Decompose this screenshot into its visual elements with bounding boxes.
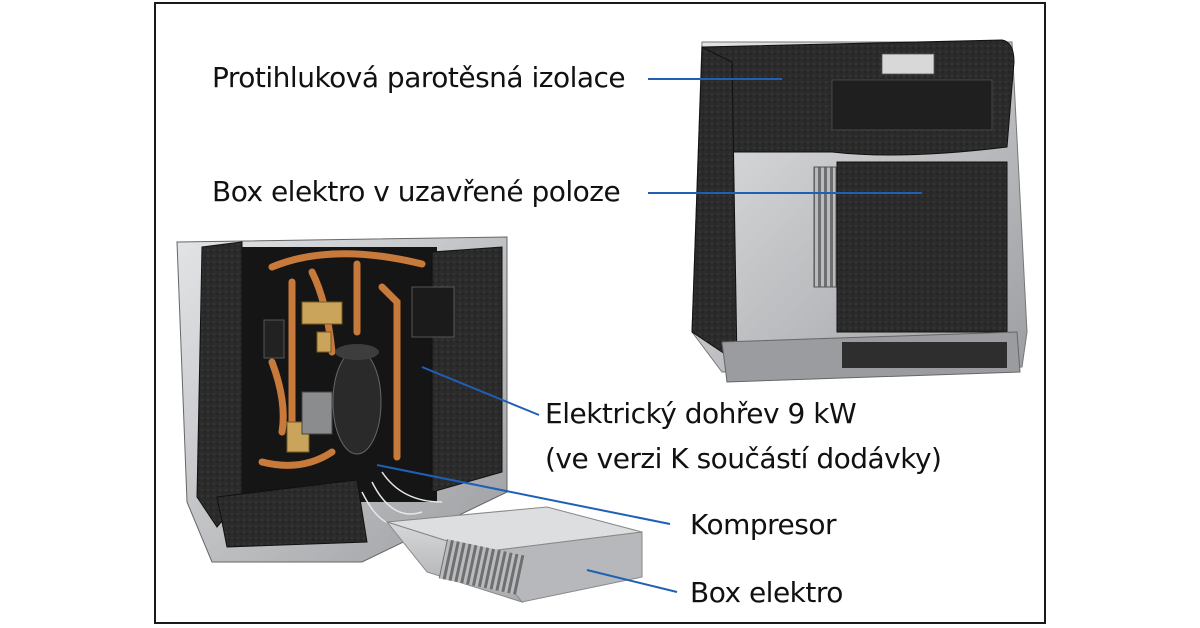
box-grille <box>438 539 526 595</box>
valve-actuator <box>263 319 285 359</box>
side-grille <box>813 166 837 288</box>
label-heater-line2: (ve verzi K součástí dodávky) <box>545 442 942 475</box>
compressor <box>332 349 382 455</box>
bottom-foam <box>842 342 1007 368</box>
insulation-side <box>691 46 738 363</box>
leader-compressor <box>376 464 671 525</box>
leader-heater <box>421 366 540 416</box>
insulation-left-wall <box>196 241 243 528</box>
figure-frame: Protihluková parotěsná izolace Box elekt… <box>154 2 1046 624</box>
leader-lines <box>376 78 922 593</box>
label-box-elektro: Box elektro <box>690 576 843 609</box>
closed-unit <box>691 39 1028 383</box>
label-heater-line1: Elektrický dohřev 9 kW <box>545 397 857 430</box>
compressor-top <box>335 344 379 360</box>
illustration <box>176 39 1028 603</box>
electrical-box-closed <box>836 161 1008 333</box>
insulation-bottom <box>216 479 368 548</box>
leader-box-elektro <box>586 569 678 593</box>
label-insulation: Protihluková parotěsná izolace <box>212 61 626 94</box>
label-box-closed: Box elektro v uzavřené poloze <box>212 175 621 208</box>
insulation-lid <box>831 79 993 131</box>
insulation-door <box>431 246 503 493</box>
control-module <box>301 391 333 435</box>
label-compressor: Kompresor <box>690 508 837 541</box>
open-unit <box>176 236 643 603</box>
label-sticker <box>881 53 935 75</box>
electric-heater <box>411 286 455 338</box>
